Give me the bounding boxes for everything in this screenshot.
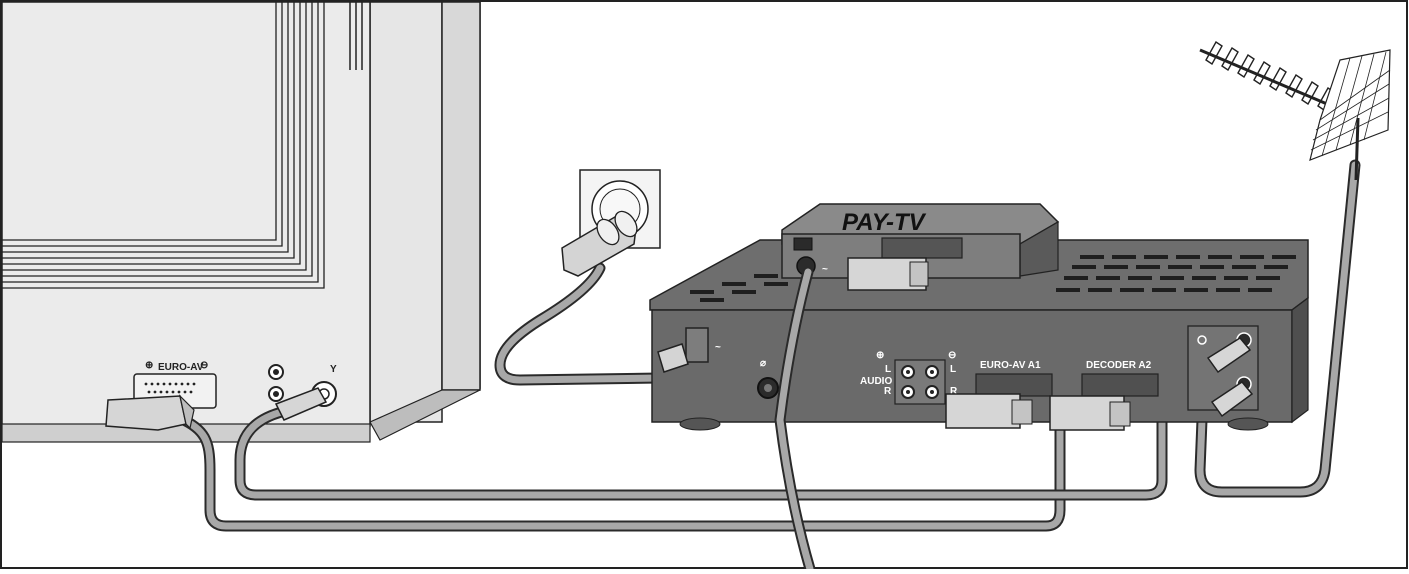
audio-left-label-out: L xyxy=(950,364,956,375)
svg-text:⊖: ⊖ xyxy=(948,350,956,361)
scart-plug-decoder xyxy=(847,257,929,291)
audio-left-label-in: L xyxy=(885,364,891,375)
satellite-symbol-icon: ⌀ xyxy=(760,358,766,369)
audio-right-label-in: R xyxy=(884,386,892,397)
rf-plug-tv xyxy=(274,387,328,421)
svg-text:~: ~ xyxy=(822,264,828,275)
paytv-decoder: PAY-TV ~ xyxy=(781,203,1060,279)
vcr-audio-panel: ⊕ L AUDIO R ⊖ L R xyxy=(860,350,958,405)
vcr-euroav-socket xyxy=(975,373,1053,397)
decoder-switch xyxy=(793,237,813,251)
scart-plug-tv xyxy=(105,394,195,431)
tv-euroav-label: EURO-AV xyxy=(158,362,204,373)
television-rear: EURO-AV ⊕ ⊖ Y xyxy=(1,1,481,443)
scart-plug-vcr-a1 xyxy=(945,393,1033,429)
rf-plug-vcr-out xyxy=(1206,337,1252,374)
vcr-euroav-label: EURO-AV A1 xyxy=(980,360,1041,371)
mains-plug-wall xyxy=(561,210,638,277)
audio-label: AUDIO xyxy=(860,376,892,387)
roof-antenna-icon xyxy=(1199,40,1391,181)
paytv-label: PAY-TV xyxy=(842,209,927,236)
svg-text:⊕: ⊕ xyxy=(876,350,884,361)
tv-antenna-symbol: Y xyxy=(330,364,337,375)
svg-text:⊕: ⊕ xyxy=(145,360,153,371)
vcr-mains-symbol: ~ xyxy=(715,342,721,353)
scart-plug-vcr-a2 xyxy=(1049,395,1131,431)
vcr-mains-input xyxy=(685,327,709,363)
vcr-decoder-label: DECODER A2 xyxy=(1086,360,1152,371)
mains-plug-vcr xyxy=(657,343,689,373)
audio-right-label-out: R xyxy=(950,386,958,397)
rf-plug-vcr-in xyxy=(1210,381,1254,418)
vcr-decoder-socket xyxy=(1081,373,1159,397)
decoder-scart-socket xyxy=(881,237,963,259)
svg-text:⊖: ⊖ xyxy=(200,360,208,371)
